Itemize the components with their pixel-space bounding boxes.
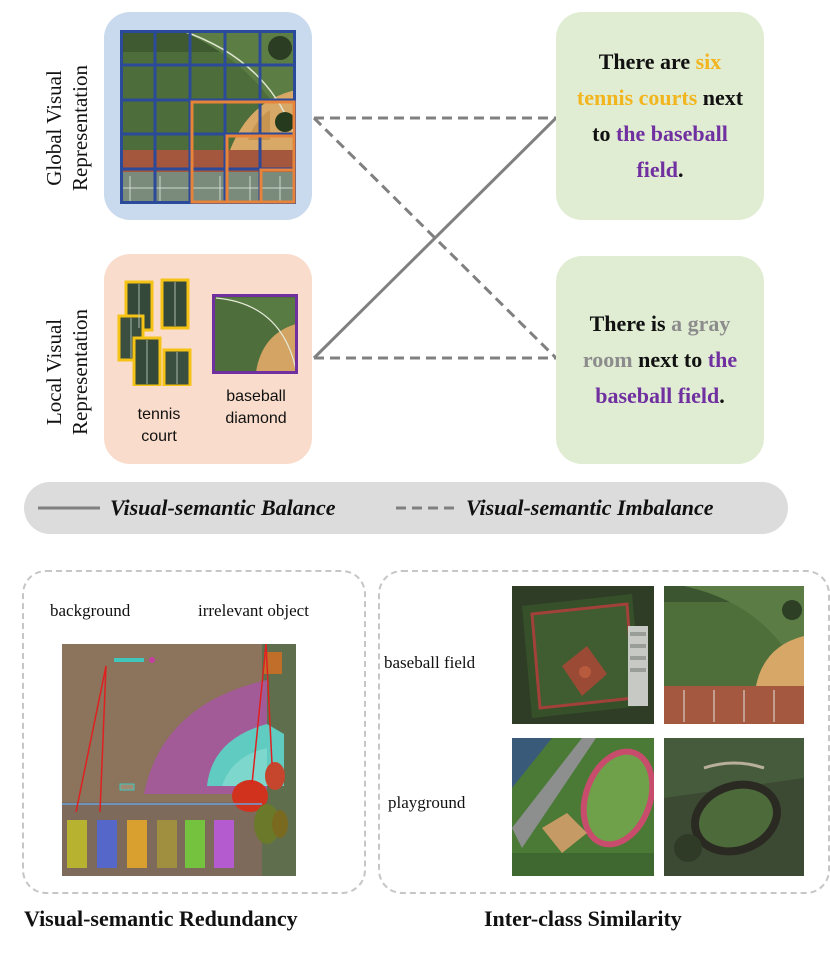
playground-photo-2: [664, 738, 804, 876]
similarity-box: [378, 570, 830, 894]
caption-2-text: There is a gray room next to the basebal…: [582, 311, 738, 408]
similarity-caption: Inter-class Similarity: [484, 906, 682, 931]
legend-balance-label: Visual-semantic Balance: [110, 495, 336, 520]
baseball-field-photo-2: [664, 586, 804, 724]
annotation-background: background: [50, 601, 131, 620]
caption-1-highlight-object: six tennis courts: [576, 49, 722, 110]
balance-line-local-to-caption1: [312, 116, 558, 360]
legend-dashed-line-icon: [396, 506, 458, 510]
playground-photo-1: [512, 738, 654, 876]
caption-panel-2: There is a gray room next to the basebal…: [556, 256, 764, 464]
segmentation-image: [62, 644, 296, 876]
caption-panel-1: There are six tennis courts next to the …: [556, 12, 764, 220]
tennis-court-label: tennis court: [137, 406, 181, 445]
caption-1-highlight-field: the baseball field: [615, 121, 728, 182]
redundancy-box: [22, 570, 366, 894]
caption-2-highlight-object: a gray room: [582, 311, 731, 372]
baseball-diamond-crop: [212, 294, 298, 374]
caption-1-text: There are six tennis courts next to the …: [576, 49, 744, 182]
baseball-diamond-label: baseball diamond: [225, 388, 287, 427]
aerial-scene: [120, 30, 296, 204]
legend-solid-line-icon: [38, 506, 100, 510]
row-label-baseball-field: baseball field: [384, 653, 476, 672]
annotation-irrelevant-object: irrelevant object: [198, 601, 309, 620]
row-label-playground: playground: [388, 793, 466, 812]
tennis-court-crops: [117, 278, 192, 386]
redundancy-caption: Visual-semantic Redundancy: [24, 906, 298, 931]
caption-2-highlight-field: the baseball field: [595, 347, 738, 408]
imbalance-line-global-to-caption2: [312, 116, 558, 360]
connector-lines: [312, 116, 558, 360]
global-aerial-image: [120, 30, 296, 204]
legend-imbalance-label: Visual-semantic Imbalance: [466, 495, 714, 520]
baseball-field-photo-1: [512, 586, 654, 724]
